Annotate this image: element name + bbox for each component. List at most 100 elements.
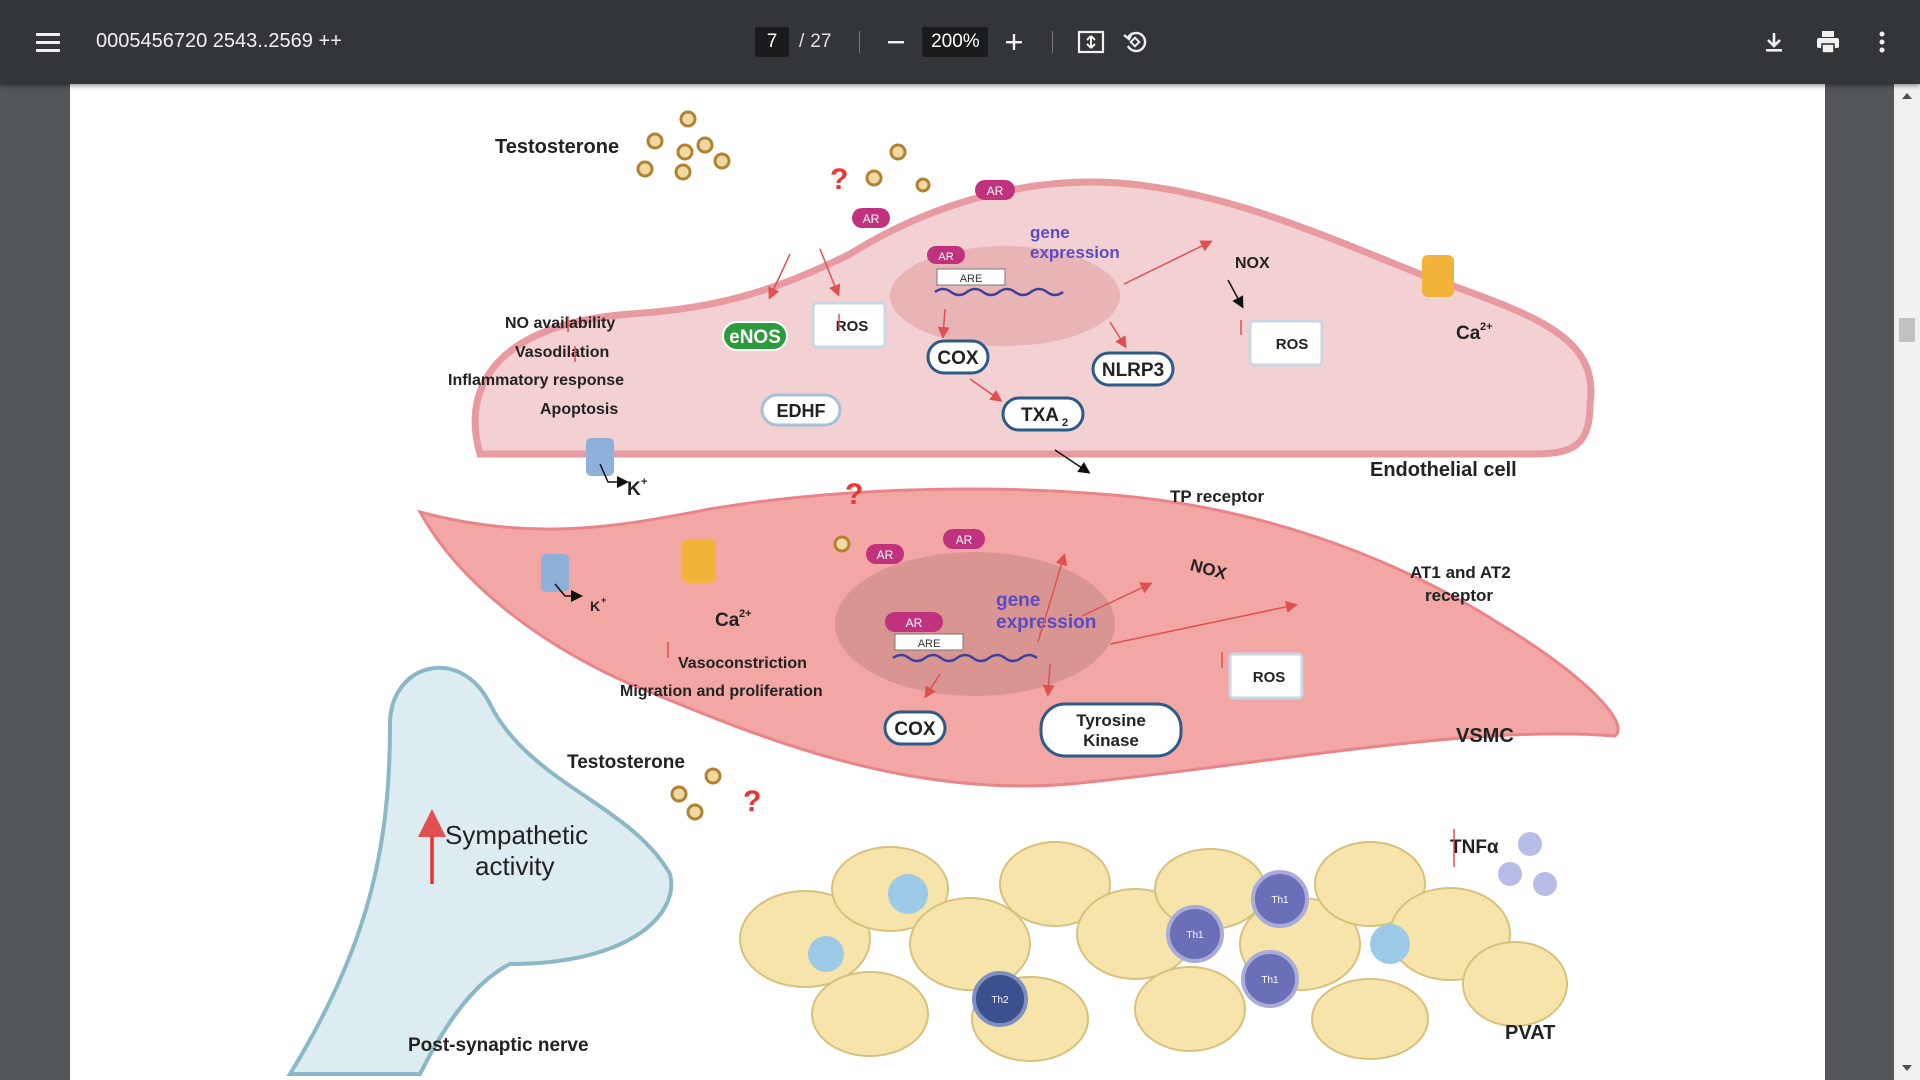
document-title: 0005456720 2543..2569 ++	[96, 30, 342, 52]
ca-channel	[1422, 255, 1454, 297]
th1-label: Th1	[1186, 930, 1204, 941]
tyrosine-label: Tyrosine	[1076, 711, 1146, 730]
ca-label: Ca	[715, 610, 740, 631]
nlrp3-label: NLRP3	[1102, 360, 1164, 381]
minus-icon	[888, 41, 905, 44]
th1-cell	[1241, 950, 1299, 1008]
caret-down-icon	[1902, 1065, 1912, 1071]
ar-label: AR	[877, 548, 894, 562]
activity-label: activity	[475, 851, 554, 881]
print-icon	[1817, 31, 1839, 54]
at-receptor-label: receptor	[1425, 586, 1493, 605]
th2-label: Th2	[991, 995, 1009, 1006]
ca-channel	[682, 539, 716, 583]
toolbar-divider	[859, 31, 861, 53]
migration-label: Migration and proliferation	[620, 683, 823, 700]
menu-icon[interactable]	[30, 24, 66, 60]
pvat-adipocytes	[739, 841, 1568, 1062]
th1-cell	[1251, 870, 1309, 928]
cox-pill	[926, 339, 990, 375]
zoom-out-button[interactable]	[878, 24, 914, 60]
ar-label: AR	[906, 616, 923, 630]
tnf-molecule	[1533, 872, 1557, 896]
rotate-icon	[1123, 31, 1147, 53]
edhf-label: EDHF	[777, 401, 826, 421]
scroll-up-arrow[interactable]	[1894, 86, 1920, 106]
sympathetic-label: Sympathetic	[445, 820, 588, 850]
th1-label: Th1	[1271, 895, 1289, 906]
vasoconstriction-label: Vasoconstriction	[678, 655, 807, 672]
tnfa-label: TNFα	[1450, 837, 1499, 858]
pvat-label: PVAT	[1505, 1022, 1555, 1044]
nerve-shape	[286, 665, 674, 1076]
no-availability-label: NO availability	[505, 315, 615, 332]
toolbar-divider	[1052, 31, 1054, 53]
gene-label: gene	[996, 590, 1040, 611]
ros-box	[1248, 319, 1324, 367]
question-mark: ?	[845, 478, 863, 511]
rotate-button[interactable]	[1117, 24, 1153, 60]
pdf-page: Th1 Th1 Th1 Th2	[70, 84, 1825, 1080]
endothelial-cell-label: Endothelial cell	[1370, 459, 1517, 481]
txa-subscript: 2	[1062, 417, 1068, 429]
ca-label: Ca	[1456, 323, 1481, 344]
cox-label: COX	[937, 348, 979, 369]
vsmc-nucleus	[835, 552, 1115, 696]
macrophage	[888, 874, 928, 914]
k-channel	[586, 438, 614, 476]
page-zoom-controls: 7 / 27 200%	[755, 24, 1153, 60]
post-synaptic-nerve-label: Post-synaptic nerve	[408, 1035, 589, 1056]
black-arrows	[554, 279, 1244, 602]
total-pages: 27	[810, 31, 832, 52]
ros-label: ROS	[1253, 669, 1286, 686]
scrollbar-thumb[interactable]	[1899, 318, 1915, 342]
tnf-molecule	[1498, 862, 1522, 886]
ros-label: ROS	[836, 318, 869, 335]
ros-label: ROS	[1276, 336, 1309, 353]
document-viewer: Th1 Th1 Th1 Th2	[0, 84, 1920, 1080]
macrophage	[808, 936, 844, 972]
apoptosis-label: Apoptosis	[540, 401, 618, 418]
zoom-in-button[interactable]	[996, 24, 1032, 60]
kinase-label: Kinase	[1083, 731, 1139, 750]
k-label: K	[590, 598, 600, 614]
are-label: ARE	[918, 638, 941, 650]
cox-label: COX	[894, 719, 936, 740]
ca-superscript: 2+	[739, 608, 752, 620]
zoom-input[interactable]: 200%	[922, 27, 989, 57]
enos-pill	[722, 321, 788, 351]
txa-label: TXA	[1021, 405, 1059, 426]
ros-box	[811, 301, 887, 349]
fit-to-page-button[interactable]	[1073, 24, 1109, 60]
scroll-down-arrow[interactable]	[1894, 1058, 1920, 1078]
testosterone-molecules	[636, 110, 931, 821]
th1-label: Th1	[1261, 975, 1279, 986]
txa-pill	[1001, 396, 1085, 432]
download-button[interactable]	[1756, 24, 1792, 60]
enos-label: eNOS	[729, 327, 781, 348]
vertical-scrollbar[interactable]	[1894, 84, 1920, 1080]
th1-cell	[1166, 905, 1224, 963]
testosterone-figure: Th1 Th1 Th1 Th2	[286, 110, 1620, 1076]
k-superscript: +	[641, 476, 647, 488]
cox-pill	[883, 710, 947, 746]
k-channel	[541, 554, 569, 592]
ar-label: AR	[863, 212, 880, 226]
print-button[interactable]	[1810, 24, 1846, 60]
download-icon	[1766, 33, 1782, 52]
fit-page-icon	[1078, 30, 1105, 54]
k-superscript: +	[601, 595, 606, 605]
ar-label: AR	[987, 184, 1004, 198]
th2-cell	[972, 971, 1028, 1027]
more-vert-icon	[1879, 31, 1885, 53]
testosterone-label: Testosterone	[567, 752, 685, 773]
vsmc-label: VSMC	[1456, 725, 1514, 747]
toolbar-actions	[1756, 24, 1900, 60]
pdf-toolbar: 0005456720 2543..2569 ++ 7 / 27 200%	[0, 0, 1920, 84]
more-options-button[interactable]	[1864, 24, 1900, 60]
page-number-input[interactable]: 7	[755, 27, 789, 57]
gene-label: gene	[1030, 223, 1070, 242]
expression-label: expression	[1030, 243, 1120, 262]
testosterone-label: Testosterone	[495, 136, 619, 158]
tnf-molecule	[1518, 832, 1542, 856]
